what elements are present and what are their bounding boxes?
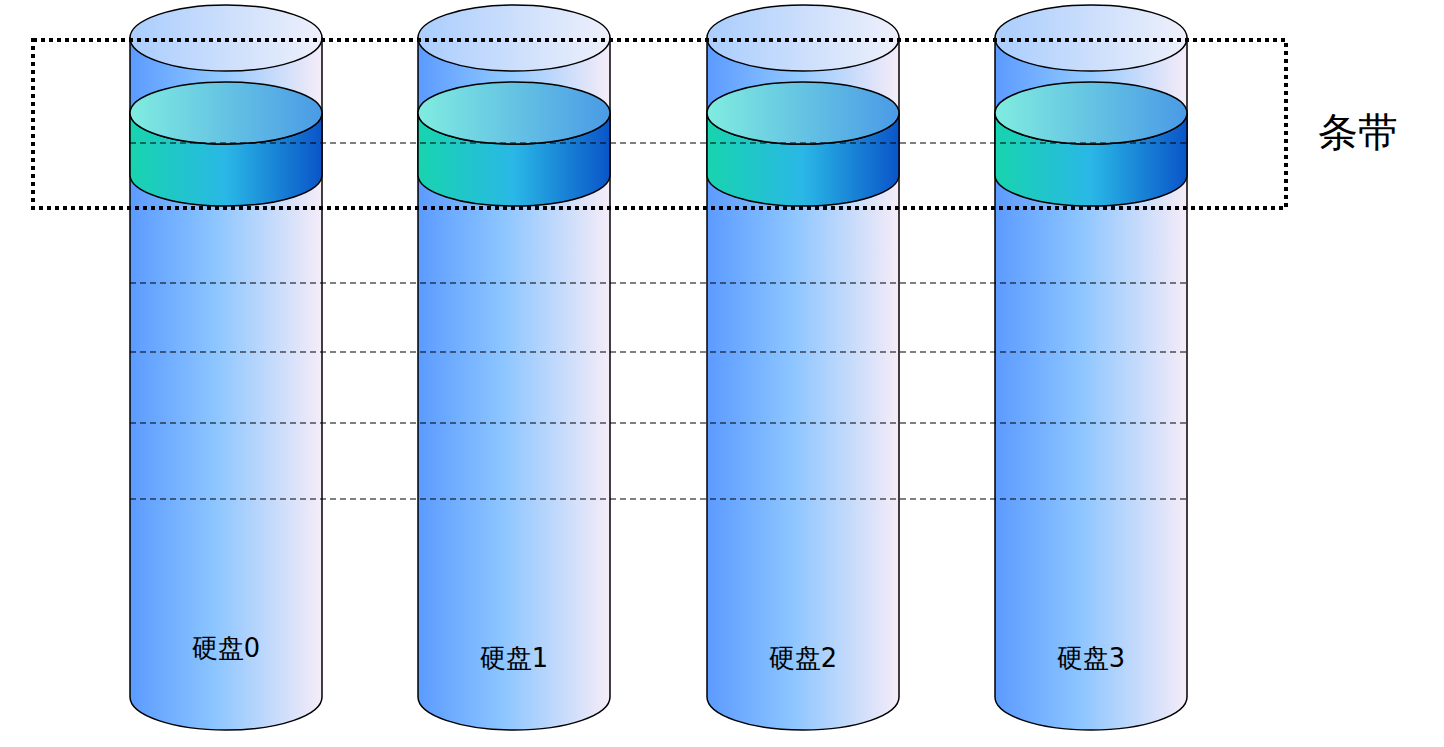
disk-label-holder: 硬盘1 bbox=[418, 643, 610, 674]
disk-label-holder: 硬盘3 bbox=[995, 643, 1187, 674]
stripe-segment-top bbox=[995, 82, 1187, 144]
stripe-segment-top bbox=[707, 82, 899, 144]
disk-cylinder: 硬盘2 bbox=[707, 5, 899, 732]
disk-cylinder: 硬盘1 bbox=[418, 5, 610, 732]
cylinder-shape bbox=[995, 5, 1187, 732]
disk-label-holder: 硬盘2 bbox=[707, 643, 899, 674]
stripe-segment-top bbox=[418, 82, 610, 144]
cylinder-body bbox=[995, 38, 1187, 730]
disk-label: 硬盘2 bbox=[707, 643, 899, 674]
cylinder-body bbox=[418, 38, 610, 730]
cylinder-shape bbox=[707, 5, 899, 732]
stripe-segment-top bbox=[130, 82, 322, 144]
disk-label-holder: 硬盘0 bbox=[130, 633, 322, 664]
disk-label: 硬盘0 bbox=[130, 633, 322, 664]
stripe-label: 条带 bbox=[1318, 108, 1398, 156]
disk-label: 硬盘1 bbox=[418, 643, 610, 674]
disk-cylinder: 硬盘0 bbox=[130, 5, 322, 732]
cylinder-shape bbox=[130, 5, 322, 732]
cylinder-top bbox=[418, 5, 610, 71]
cylinder-top bbox=[707, 5, 899, 71]
cylinder-shape bbox=[418, 5, 610, 732]
disk-cylinder: 硬盘3 bbox=[995, 5, 1187, 732]
cylinder-body bbox=[707, 38, 899, 730]
cylinder-top bbox=[130, 5, 322, 71]
disk-label: 硬盘3 bbox=[995, 643, 1187, 674]
cylinder-body bbox=[130, 38, 322, 730]
cylinder-top bbox=[995, 5, 1187, 71]
